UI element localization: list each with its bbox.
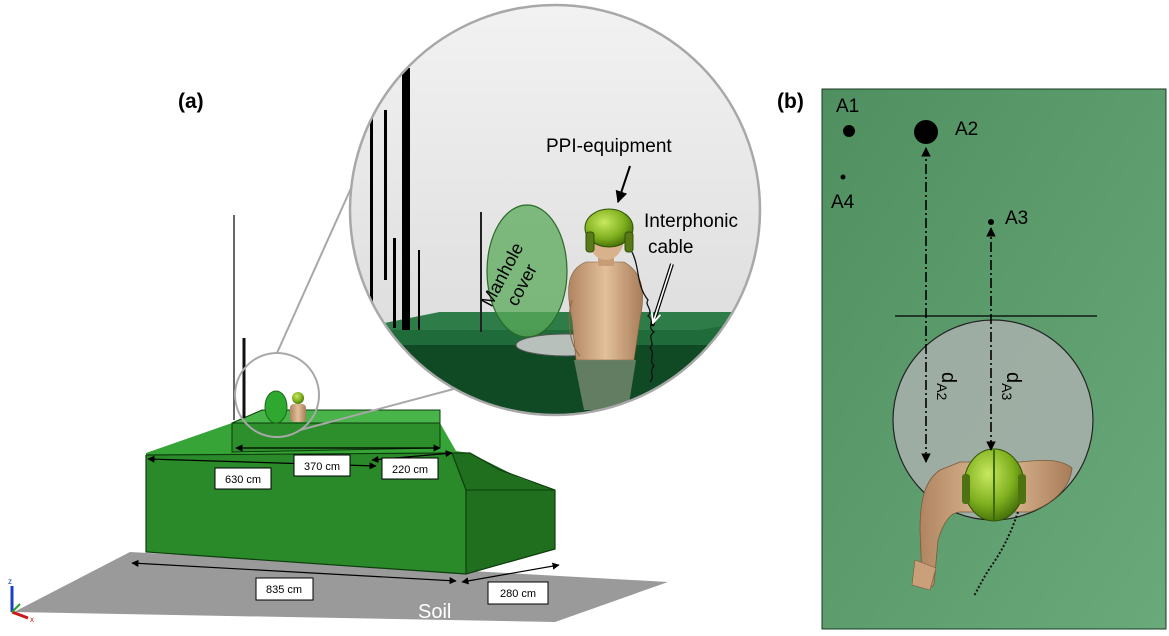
zoom-view: PPI-equipment Interphonic cable Manhole … (348, 3, 762, 417)
panel-b-label: (b) (777, 90, 804, 113)
panel-a: (a) Soil (8, 3, 762, 624)
distance-a3-label: dA3 (999, 372, 1024, 400)
interphonic-cable (631, 251, 656, 383)
point-a4-label: A4 (831, 192, 855, 213)
crew-figure-small (290, 392, 306, 422)
svg-text:630 cm: 630 cm (225, 474, 261, 486)
panel-a-label: (a) (178, 90, 204, 113)
dimension-280: 280 cm (461, 562, 560, 605)
dimension-370: 370 cm (235, 444, 441, 477)
axis-triad: z x (8, 577, 34, 624)
interphonic-label-line1: Interphonic (644, 211, 738, 232)
point-a1-label: A1 (836, 96, 859, 117)
svg-text:220 cm: 220 cm (392, 464, 428, 476)
ppi-helmet (584, 208, 634, 253)
ppi-equipment-label: PPI-equipment (546, 136, 672, 157)
zoom-connector-bottom (299, 381, 481, 431)
point-a1 (843, 125, 855, 137)
dimension-220: 220 cm (371, 449, 453, 480)
dimension-835: 835 cm (131, 559, 457, 601)
svg-text:280 cm: 280 cm (500, 588, 536, 600)
distance-a2-label: dA2 (934, 372, 959, 400)
svg-text:370 cm: 370 cm (304, 461, 340, 473)
svg-text:z: z (8, 577, 12, 586)
svg-text:x: x (30, 615, 34, 624)
point-a3-label: A3 (1005, 208, 1028, 229)
manhole-cover-small (264, 390, 288, 424)
point-a2 (914, 120, 938, 144)
soil-label: Soil (418, 601, 451, 623)
turret (231, 409, 441, 453)
interphonic-label-line2: cable (648, 237, 693, 258)
point-a3 (988, 219, 994, 225)
ppi-arrow (615, 165, 631, 204)
crew-top-view (911, 448, 1073, 597)
point-a2-label: A2 (955, 119, 978, 140)
panel-b: (b) A1 A2 A3 A4 dA2 (777, 88, 1167, 630)
point-a4 (840, 174, 846, 180)
svg-text:835 cm: 835 cm (266, 584, 302, 596)
